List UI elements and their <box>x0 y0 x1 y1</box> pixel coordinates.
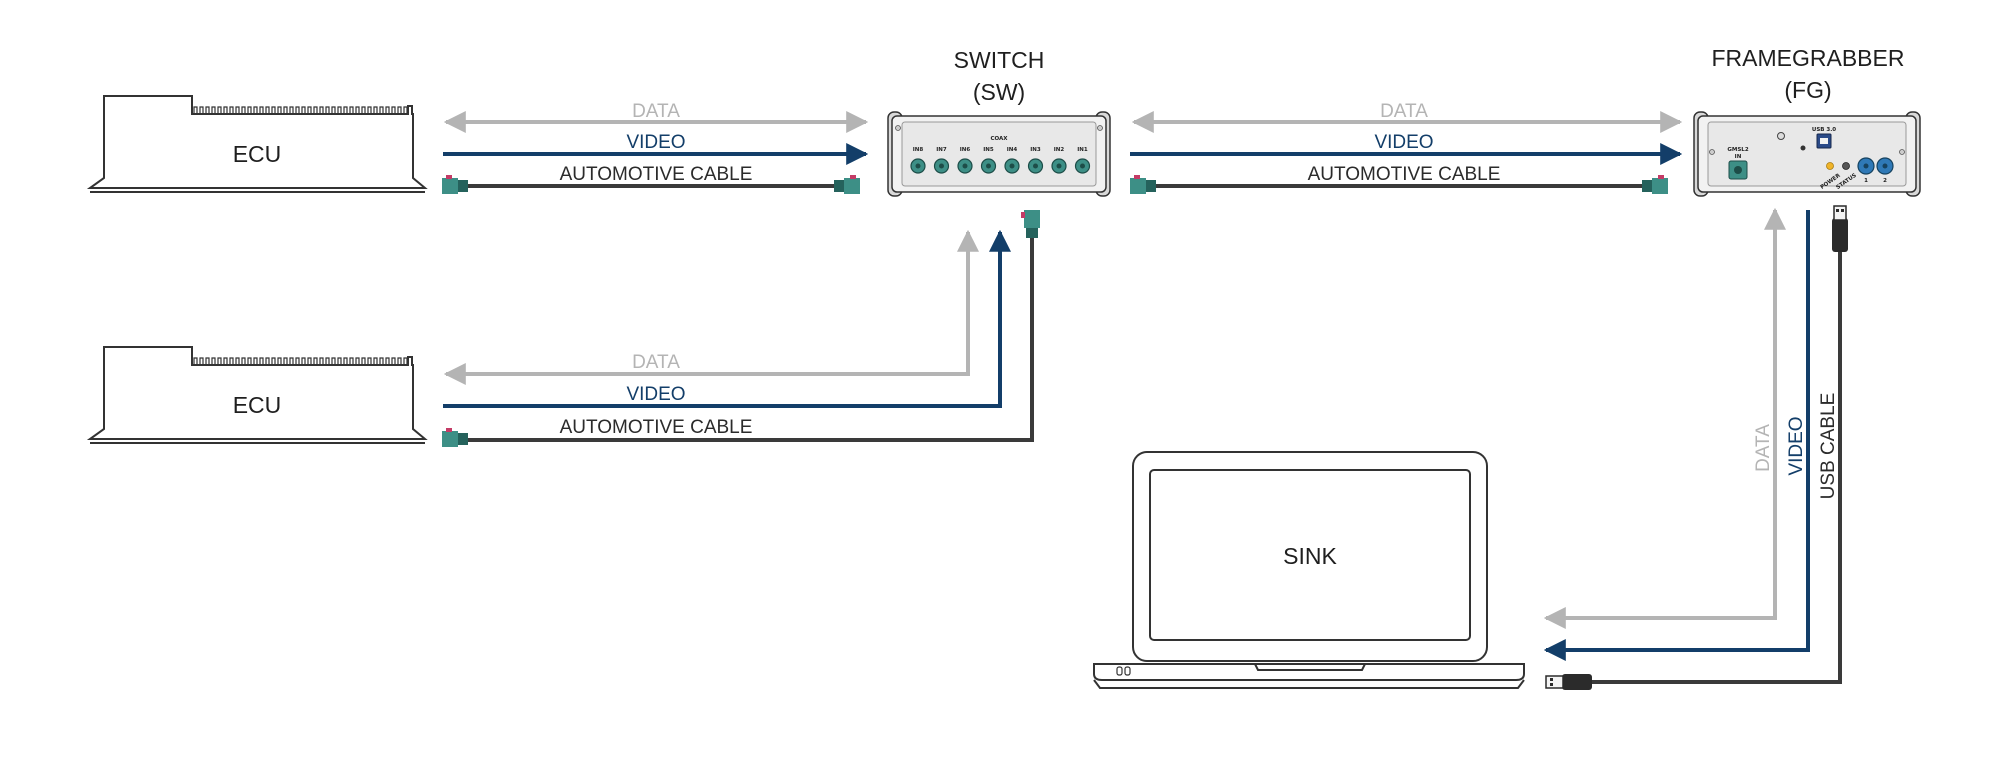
cable-label: AUTOMOTIVE CABLE <box>560 164 753 185</box>
coax-port-center <box>1033 163 1038 169</box>
switch-port-in6: IN6 <box>957 147 973 174</box>
coax-port-1-label: 1 <box>1864 178 1868 184</box>
coax-port-center <box>986 163 991 169</box>
data-label: DATA <box>1753 424 1774 472</box>
usb-plug-icon <box>1545 674 1592 690</box>
switch-port-in5: IN5 <box>980 147 997 174</box>
framegrabber-subtitle: (FG) <box>1784 77 1831 103</box>
data-label: DATA <box>632 352 680 373</box>
fakra-connector-icon <box>442 428 468 447</box>
gmsl-port-pin <box>1734 166 1742 174</box>
ecu-bottom: ECU <box>86 346 428 444</box>
laptop-port-icon <box>1124 666 1131 676</box>
usb-plug-icon <box>1832 205 1848 252</box>
coax-port-center <box>939 163 944 169</box>
screw-icon <box>1777 132 1785 140</box>
ecu-top-fins <box>193 106 408 114</box>
switch-port-label: IN4 <box>1007 147 1018 153</box>
link-ecu2-switch: DATA VIDEO AUTOMOTIVE CABLE <box>442 210 1040 447</box>
cable-label: AUTOMOTIVE CABLE <box>560 417 753 438</box>
ecu-bottom-housing <box>86 346 428 440</box>
power-led-icon <box>1826 162 1834 170</box>
switch-port-row: IN8 IN7 IN6 IN5 IN4 IN3 IN2 IN1 <box>910 147 1091 174</box>
fakra-connector-icon <box>1021 210 1040 238</box>
data-arrow <box>443 229 979 385</box>
ecu-bottom-fins <box>193 357 408 365</box>
switch-port-label: IN3 <box>1030 147 1041 153</box>
framegrabber-panel <box>1707 121 1907 187</box>
coax-port-2-center <box>1882 163 1888 169</box>
ecu-top-housing <box>86 95 428 189</box>
laptop-notch <box>1254 663 1366 671</box>
switch-port-in4: IN4 <box>1004 147 1020 174</box>
ecu-bottom-label: ECU <box>233 392 282 418</box>
switch-panel-label: COAX <box>990 136 1008 142</box>
screw-icon <box>1709 149 1715 155</box>
switch-port-in3: IN3 <box>1027 147 1044 174</box>
switch-port-label: IN5 <box>983 147 994 153</box>
switch-port-label: IN6 <box>960 147 971 153</box>
laptop-screen <box>1149 469 1471 641</box>
switch-port-label: IN8 <box>913 147 924 153</box>
switch-subtitle: (SW) <box>973 79 1025 105</box>
laptop-bottom-edge <box>1093 679 1525 689</box>
coax-port-center <box>1056 163 1062 169</box>
video-label: VIDEO <box>626 132 685 153</box>
video-label: VIDEO <box>1374 132 1433 153</box>
data-label: DATA <box>632 101 680 122</box>
usb-cable-line <box>1588 248 1842 684</box>
link-switch-framegrabber: DATA VIDEO AUTOMOTIVE CABLE <box>1130 101 1683 194</box>
switch-port-in1: IN1 <box>1074 147 1091 174</box>
coax-port-1-center <box>1863 163 1869 169</box>
gmsl-port-sublabel: IN <box>1735 154 1742 160</box>
link-ecu1-switch: DATA VIDEO AUTOMOTIVE CABLE <box>442 101 869 194</box>
link-framegrabber-sink: DATA VIDEO USB CABLE <box>1543 205 1848 690</box>
automotive-cable-line <box>468 238 1034 442</box>
data-arrow <box>1543 207 1786 629</box>
usb-port-label: USB 3.0 <box>1812 127 1836 133</box>
cable-label: AUTOMOTIVE CABLE <box>1308 164 1501 185</box>
switch-port-in2: IN2 <box>1051 147 1067 174</box>
video-label: VIDEO <box>626 384 685 405</box>
switch-port-label: IN1 <box>1077 147 1088 153</box>
data-label: DATA <box>1380 101 1428 122</box>
sink-label: SINK <box>1283 543 1337 569</box>
led-indicator-icon <box>1800 145 1806 151</box>
screw-icon <box>895 125 901 131</box>
ecu-top-label: ECU <box>233 141 282 167</box>
usb-cable-label: USB CABLE <box>1818 393 1839 500</box>
screw-icon <box>1097 125 1103 131</box>
screw-icon <box>1899 149 1905 155</box>
video-arrow <box>1543 210 1810 661</box>
coax-port-center <box>1080 163 1085 169</box>
framegrabber-title: FRAMEGRABBER <box>1712 45 1905 71</box>
switch-port-label: IN7 <box>936 147 947 153</box>
switch-panel <box>901 121 1097 187</box>
laptop-port-icon <box>1116 666 1123 676</box>
fakra-connector-icon <box>1642 175 1668 194</box>
video-label: VIDEO <box>1786 416 1807 475</box>
status-led-icon <box>1842 162 1850 170</box>
coax-port-center <box>962 163 968 169</box>
switch-port-label: IN2 <box>1054 147 1065 153</box>
coax-port-2-label: 2 <box>1883 178 1887 184</box>
framegrabber-device: FRAMEGRABBER (FG) GMSL2 IN USB 3.0 POWER… <box>1693 45 1921 197</box>
gmsl-port-label: GMSL2 <box>1727 147 1748 153</box>
video-arrow <box>443 229 1011 408</box>
sink-laptop: SINK <box>1093 451 1525 689</box>
ecu-top: ECU <box>86 95 428 193</box>
switch-port-in7: IN7 <box>933 147 950 174</box>
fakra-connector-icon <box>442 175 468 194</box>
switch-title: SWITCH <box>954 47 1045 73</box>
laptop-base <box>1093 663 1525 681</box>
coax-port-center <box>1009 163 1015 169</box>
coax-port-center <box>915 163 921 169</box>
fakra-connector-icon <box>1130 175 1156 194</box>
fakra-connector-icon <box>834 175 860 194</box>
usb-port-tongue <box>1820 138 1828 144</box>
switch-port-in8: IN8 <box>910 147 926 174</box>
